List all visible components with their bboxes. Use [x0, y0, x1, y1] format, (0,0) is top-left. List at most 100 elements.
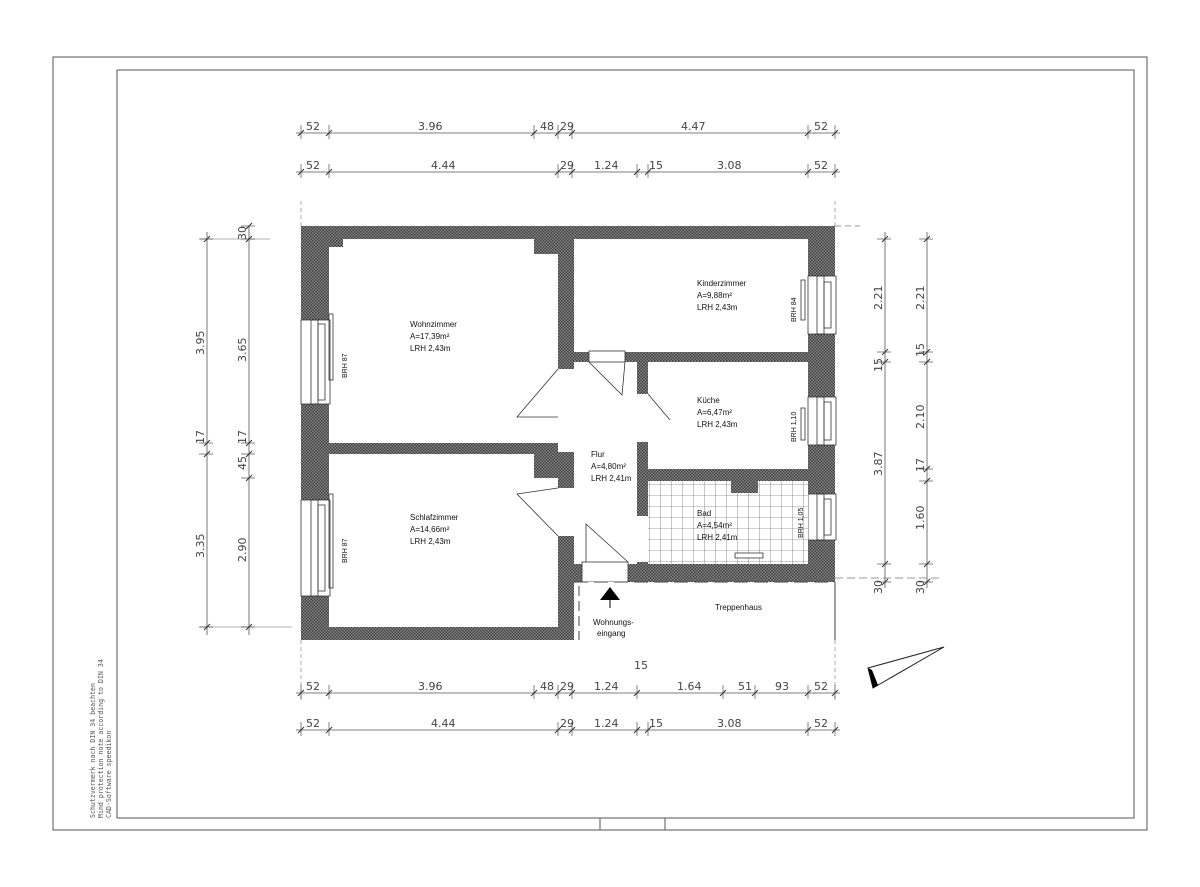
room-lrh: LRH 2,43m	[410, 537, 451, 546]
dim-chain-top1: 52 3.96 48 29 4.47 52	[306, 120, 828, 133]
din-note: Schutzvermerk nach DIN 34 beachten Mind …	[89, 659, 113, 818]
dim-label: 29	[560, 717, 574, 730]
dim-chain-bottom1: 52 3.96 48 29 1.24 1.64 51 93 52	[306, 680, 828, 693]
dim-label: 1.24	[594, 680, 619, 693]
room-lrh: LRH 2,41m	[697, 533, 738, 542]
dim-label: 48	[540, 680, 554, 693]
dim-label: 29	[560, 159, 574, 172]
room-name: Küche	[697, 396, 720, 405]
room-name: Bad	[697, 509, 711, 518]
dim-label: 15	[872, 358, 885, 372]
north-arrow-icon	[867, 646, 945, 689]
dim-label: 2.90	[236, 538, 249, 563]
room-label-kinderzimmer: Kinderzimmer A=9,88m² LRH 2,43m	[697, 279, 747, 312]
room-label-wohnzimmer: Wohnzimmer A=17,39m² LRH 2,43m	[410, 320, 457, 353]
dim-label: 45	[236, 456, 249, 470]
dim-label: 17	[236, 430, 249, 444]
dim-chain-bottom2: 52 4.44 29 1.24 15 3.08 52	[306, 717, 828, 730]
dim-label: 3.65	[236, 338, 249, 363]
dim-label: 52	[306, 680, 320, 693]
entrance-arrow-icon	[600, 587, 620, 600]
note-line3: CAD-Software speedikon	[105, 731, 113, 818]
dim-label: 1.64	[677, 680, 702, 693]
note-line2: Mind protection note according to DIN 34	[97, 659, 105, 818]
dim-label: 3.08	[717, 717, 742, 730]
note-line1: Schutzvermerk nach DIN 34 beachten	[89, 683, 97, 818]
sill-label-kinderzimmer: BRH 84	[791, 297, 798, 322]
dim-label: 48	[540, 120, 554, 133]
dim-label: 17	[194, 430, 207, 444]
room-label-flur: Flur A=4,80m² LRH 2,41m	[591, 450, 632, 483]
dim-label: 4.47	[681, 120, 706, 133]
dim-label: 3.96	[418, 680, 443, 693]
dim-label: 1.24	[594, 159, 619, 172]
sill-label-bad: BRH 1,05	[798, 508, 805, 538]
room-label-bad: Bad A=4,54m² LRH 2,41m	[697, 509, 738, 542]
room-lrh: LRH 2,43m	[410, 344, 451, 353]
dim-label: 4.44	[431, 717, 456, 730]
dim-label: 3.95	[194, 331, 207, 356]
room-area: A=6,47m²	[697, 408, 732, 417]
walls	[301, 226, 835, 640]
room-area: A=4,80m²	[591, 462, 626, 471]
window-frames	[310, 275, 832, 597]
room-label-kueche: Küche A=6,47m² LRH 2,43m	[697, 396, 738, 429]
dim-chain-right2: 2.21 15 2.10 17 1.60 30	[914, 286, 927, 595]
dim-label: 2.21	[914, 286, 927, 311]
dim-label: 1.60	[914, 506, 927, 531]
dim-label: 52	[814, 717, 828, 730]
entrance-label-line1: Wohnungs-	[593, 618, 634, 627]
dim-label: 29	[560, 120, 574, 133]
dim-label: 2.10	[914, 405, 927, 430]
dim-label: 3.87	[872, 452, 885, 477]
dim-label: 4.44	[431, 159, 456, 172]
dim-chain-left2: 30 3.65 17 45 2.90	[236, 226, 249, 562]
dim-label: 15	[914, 343, 927, 357]
room-name: Schlafzimmer	[410, 513, 459, 522]
inner-frame	[116, 69, 1135, 819]
dim-chain-right1: 2.21 15 3.87 30	[872, 286, 885, 595]
room-lrh: LRH 2,43m	[697, 420, 738, 429]
dim-chain-left1: 3.95 17 3.35	[194, 331, 207, 559]
sill-label-kueche: BRH 1,10	[791, 412, 798, 442]
sill-label-schlafzimmer: BRH 87	[342, 538, 349, 563]
dim-label: 52	[814, 120, 828, 133]
dim-label: 52	[306, 717, 320, 730]
room-lrh: LRH 2,43m	[697, 303, 738, 312]
outer-frame	[52, 56, 1148, 831]
dim-chain-top2: 52 4.44 29 1.24 15 3.08 52	[306, 159, 828, 172]
dim-label: 30	[872, 580, 885, 594]
dim-label: 29	[560, 680, 574, 693]
dim-label: 17	[914, 458, 927, 472]
dim-label: 1.24	[594, 717, 619, 730]
dim-label: 52	[814, 680, 828, 693]
room-area: A=4,54m²	[697, 521, 732, 530]
dim-label: 93	[775, 680, 789, 693]
room-name: Flur	[591, 450, 605, 459]
dim-label: 51	[738, 680, 752, 693]
room-area: A=17,39m²	[410, 332, 450, 341]
stair-hall	[574, 581, 836, 640]
room-area: A=14,66m²	[410, 525, 450, 534]
entrance-label-line2: eingang	[597, 629, 625, 638]
room-label-schlafzimmer: Schlafzimmer A=14,66m² LRH 2,43m	[410, 513, 459, 546]
dim-label: 15	[649, 717, 663, 730]
room-lrh: LRH 2,41m	[591, 474, 632, 483]
dim-lines	[200, 132, 928, 731]
dim-label: 52	[306, 159, 320, 172]
room-name-treppenhaus: Treppenhaus	[715, 603, 762, 612]
dim-label: 30	[914, 580, 927, 594]
bath-tiles	[648, 481, 808, 564]
dim-label: 30	[236, 226, 249, 240]
dim-label: 15	[649, 159, 663, 172]
dim-ticks	[199, 125, 933, 736]
sill-label-wohnzimmer: BRH 87	[342, 353, 349, 378]
dim-label-bottom-extra: 15	[634, 659, 648, 672]
room-name: Wohnzimmer	[410, 320, 457, 329]
room-name: Kinderzimmer	[697, 279, 747, 288]
dim-label: 3.35	[194, 534, 207, 559]
room-area: A=9,88m²	[697, 291, 732, 300]
dim-label: 52	[814, 159, 828, 172]
dim-label: 2.21	[872, 286, 885, 311]
